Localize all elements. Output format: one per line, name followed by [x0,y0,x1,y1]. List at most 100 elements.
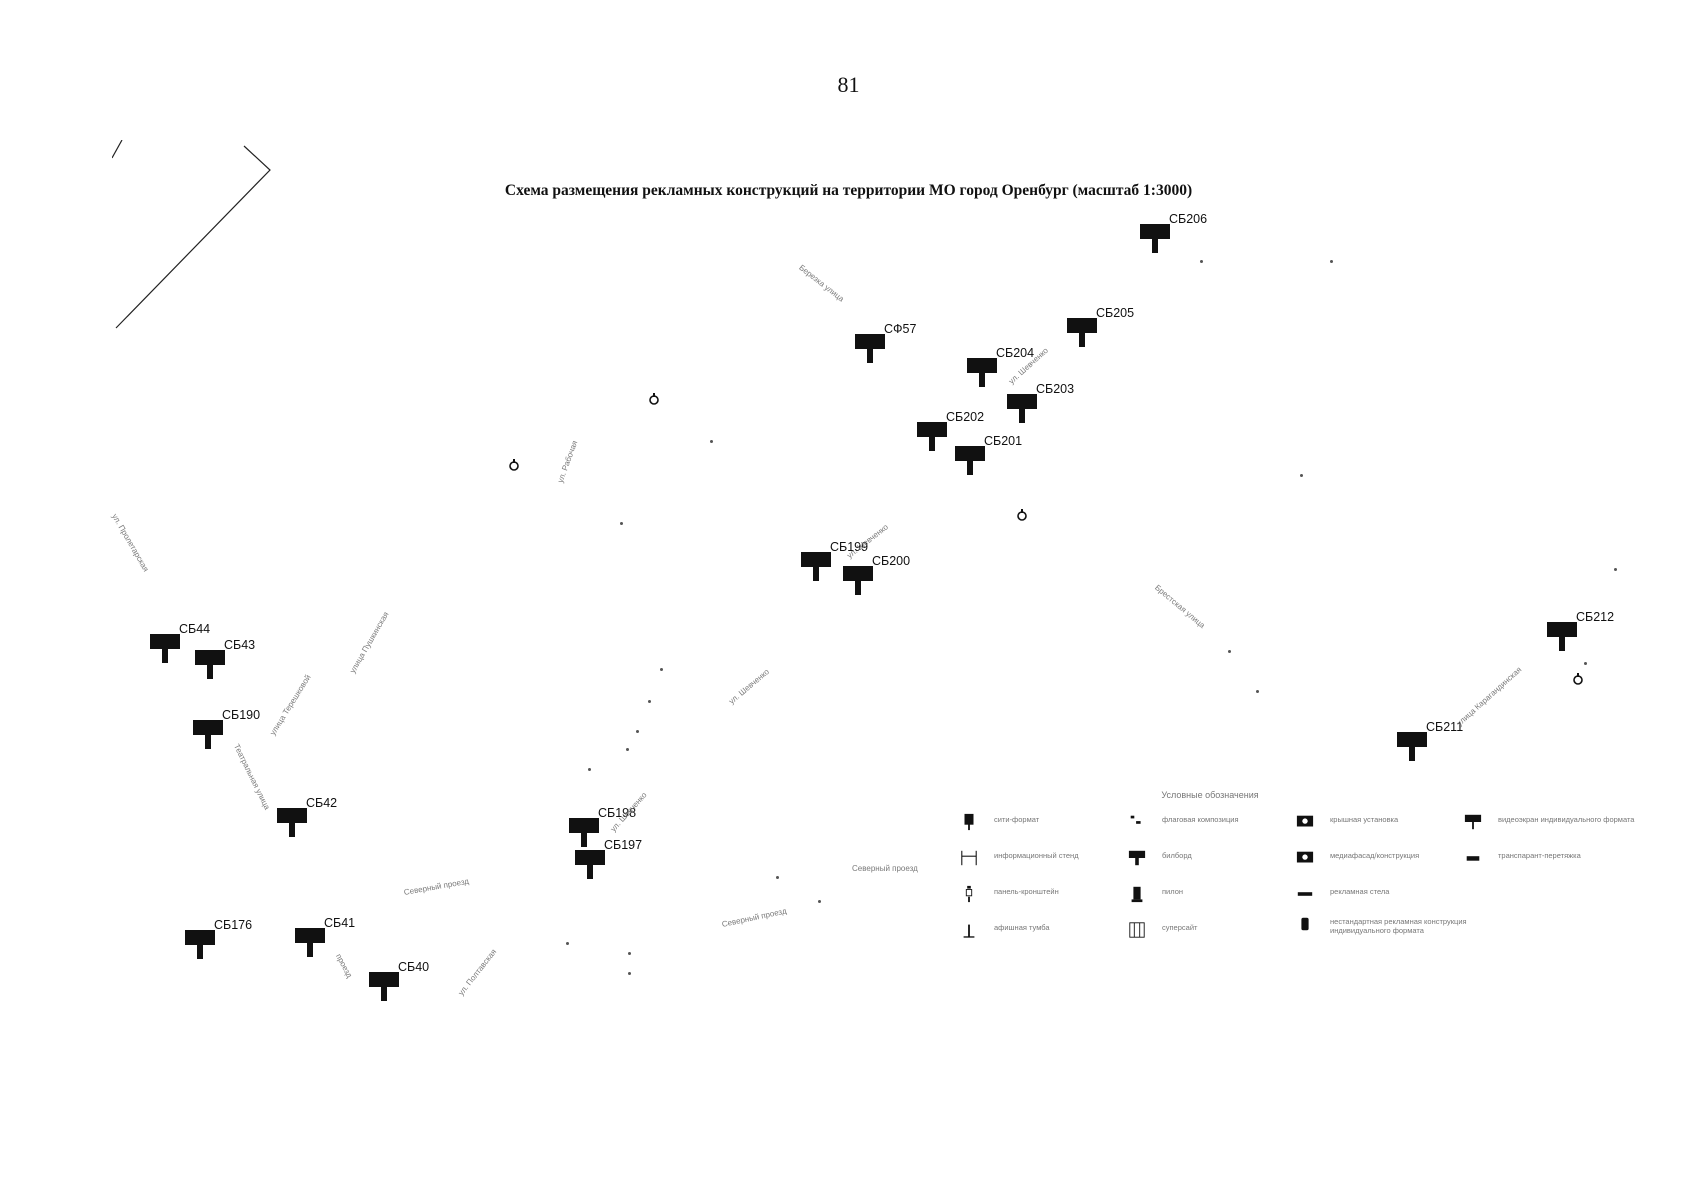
legend-item: билборд [1128,848,1298,868]
marker-code: СБ201 [984,434,1023,448]
map-dot [1330,260,1333,263]
street-label: Брестская улица [1153,583,1207,631]
street-label: ул. Пролетарская [110,512,151,574]
marker-code: СБ43 [224,638,256,652]
marker-code: СБ203 [1036,382,1075,396]
billboard-icon [1006,394,1038,424]
street-label: улица Терешковой [268,673,313,737]
billboard-icon [954,446,986,476]
street-label: ул. Шевченко [727,667,771,706]
legend-item: панель-кронштейн [960,884,1130,904]
legend-item: суперсайт [1128,920,1298,940]
legend: Условные обозначения сити-формат флаговая… [960,790,1634,970]
marker-code: СБ44 [179,622,211,636]
legend-item: афишная тумба [960,920,1130,940]
legend-label: транспарант-перетяжка [1498,851,1581,860]
billboard-icon [800,552,832,582]
custom-icon [1296,914,1314,934]
marker-code: СБ205 [1096,306,1135,320]
map-title: Схема размещения рекламных конструкций н… [504,182,1193,199]
map-dot [588,768,591,771]
billboard-icon [854,334,886,364]
legend-label: рекламная стела [1330,887,1390,896]
flag-icon [1128,812,1146,832]
map-dot [1256,690,1259,693]
tumba-icon [960,920,978,940]
street-label: Северный проезд [721,906,788,929]
legend-item: нестандартная рекламная конструкция инди… [1296,914,1467,935]
poi-icon [648,392,660,405]
legend-item: рекламная стела [1296,884,1466,904]
billboard-icon [1128,848,1146,868]
legend-label: билборд [1162,851,1192,860]
marker-code: СБ211 [1426,720,1464,734]
legend-label: афишная тумба [994,923,1050,932]
poi-icon [1016,508,1028,521]
poi-icon [1572,672,1584,685]
marker-code: СБ197 [604,838,643,852]
page-number: 81 [837,72,860,97]
map-dot [1614,568,1617,571]
billboard-icon [842,566,874,596]
stand-icon [960,848,978,868]
billboard-icon [966,358,998,388]
map-dot [648,700,651,703]
legend-item: видеоэкран индивидуального формата [1464,812,1634,832]
city-format-icon [960,812,978,832]
billboard-icon [294,928,326,958]
legend-label: видеоэкран индивидуального формата [1498,815,1635,824]
street-label: проезд [334,952,355,980]
street-label: Театральная улица [231,742,272,812]
banner-icon [1464,848,1482,868]
marker-code: СБ204 [996,346,1035,360]
legend-item: информационный стенд [960,848,1130,868]
legend-label: нестандартная рекламная конструкция инди… [1330,917,1467,935]
billboard-icon [192,720,224,750]
street-label: улица Пушкинская [348,610,391,675]
legend-label: информационный стенд [994,851,1079,860]
stela-icon [1296,884,1314,904]
poi-icon [508,458,520,471]
legend-item: транспарант-перетяжка [1464,848,1634,868]
map-dot [566,942,569,945]
map-dot [776,876,779,879]
marker-code: СБ200 [872,554,911,568]
street-label: Северный проезд [403,876,470,897]
billboard-icon [1066,318,1098,348]
billboard-icon [1396,732,1428,762]
media-icon [1296,848,1314,868]
legend-label: медиафасад/конструкция [1330,851,1420,860]
legend-title: Условные обозначения [1161,790,1259,800]
supersite-icon [1128,920,1146,940]
billboard-icon [276,808,308,838]
billboard-icon [194,650,226,680]
map-dot [660,668,663,671]
billboard-icon [568,818,600,848]
map-dot [1228,650,1231,653]
marker-code: СБ198 [598,806,637,820]
billboard-icon [184,930,216,960]
billboard-icon [574,850,606,880]
legend-item: крышная установка [1296,812,1466,832]
marker-code: СБ199 [830,540,869,554]
legend-item: медиафасад/конструкция [1296,848,1466,868]
roof-icon [1296,812,1314,832]
marker-code: СБ212 [1576,610,1615,624]
legend-item: сити-формат [960,812,1130,832]
map-dot [1584,662,1587,665]
bracket-icon [960,884,978,904]
pylon-icon [1128,884,1146,904]
legend-label: флаговая композиция [1162,815,1239,824]
legend-label: суперсайт [1162,923,1198,932]
street-label: улица Карагандинская [1454,665,1524,728]
map-dot [636,730,639,733]
map-frame-corner [112,140,271,329]
street-label: Березка улица [797,262,846,304]
street-label: ул. Полтавская [456,947,499,998]
marker-code: СБ202 [946,410,985,424]
map-dot [620,522,623,525]
map-dot [818,900,821,903]
legend-label: крышная установка [1330,815,1399,824]
marker-code: СБ41 [324,916,356,930]
legend-item: пилон [1128,884,1298,904]
